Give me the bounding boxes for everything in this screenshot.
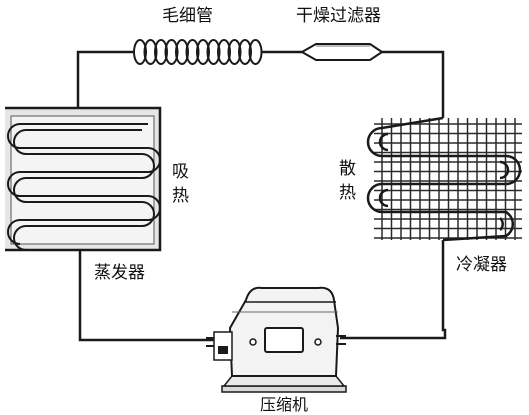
dryer-filter [299, 43, 384, 61]
capillary-loop [206, 39, 221, 65]
evaporator-label: 蒸发器 [94, 263, 145, 283]
pipe-condenser-to-compressor [340, 240, 447, 340]
pipe-compressor-to-evaporator [78, 250, 222, 342]
capillary-loop [133, 39, 147, 65]
capillary-loop [217, 39, 231, 65]
compressor-label: 压缩机 [260, 395, 309, 414]
evaporator-tube [13, 129, 155, 251]
condenser [366, 116, 522, 242]
capillary-label: 毛细管 [162, 6, 213, 26]
capillary-loop [164, 39, 179, 65]
dryer-filter-label: 干燥过滤器 [296, 6, 381, 26]
capillary-loop [196, 39, 210, 65]
capillary-coil [133, 39, 263, 65]
pipe-dryer-to-condenser [382, 50, 445, 118]
capillary-loop [143, 39, 158, 65]
capillary-loop [248, 39, 263, 65]
condenser-tube [378, 132, 510, 231]
release-heat-label: 散热 [339, 159, 356, 203]
condenser-coils [366, 116, 522, 242]
capillary-loop [185, 39, 200, 65]
compressor [206, 286, 347, 393]
capillary-loop [154, 39, 168, 65]
refrigerant-pipes [76, 50, 447, 342]
absorb-heat-label: 吸热 [172, 162, 189, 206]
capillary-loop [227, 39, 242, 65]
evaporator [5, 106, 162, 252]
capillary-loop [175, 39, 189, 65]
evaporator-coils [7, 123, 161, 251]
condenser-tube [366, 116, 522, 242]
capillary-loop [238, 39, 252, 65]
condenser-grid [374, 118, 522, 240]
pipe-evaporator-to-capillary [76, 50, 133, 116]
condenser-label: 冷凝器 [456, 255, 507, 275]
